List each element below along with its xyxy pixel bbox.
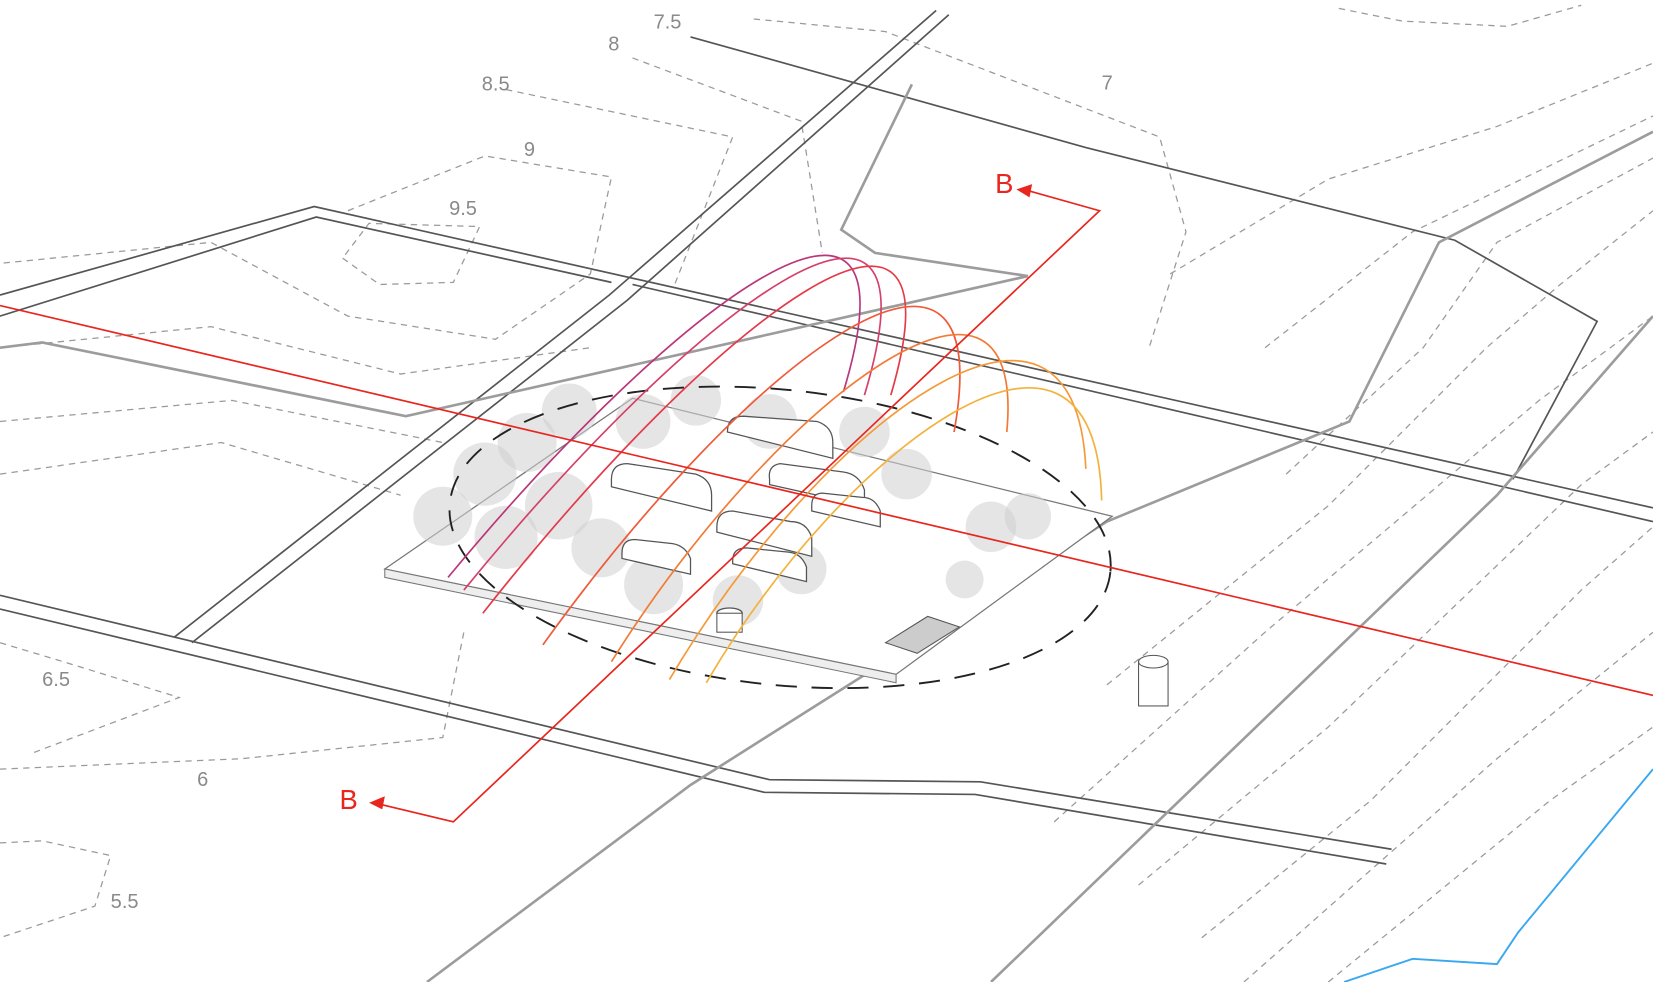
section-label-bottom: B: [339, 784, 357, 815]
buildings: [610, 415, 1169, 707]
sun-path-arc: [447, 254, 861, 578]
tank: [1138, 661, 1169, 707]
contour-label: 6.5: [42, 669, 70, 691]
sun-path-arc: [705, 387, 1103, 684]
site-boundary-ellipse: [448, 385, 1112, 690]
contour-label: 5.5: [111, 891, 139, 913]
contour-label: 7: [1102, 73, 1113, 95]
section-line-b: [0, 184, 1653, 823]
contour-label: 8: [608, 34, 619, 56]
sun-path-arc: [463, 257, 882, 591]
roads: [0, 9, 1653, 982]
contour-label: 8.5: [482, 74, 510, 96]
contour-label: 7.5: [654, 11, 682, 33]
contour-label: 6: [197, 769, 208, 791]
contour-label: 9.5: [449, 198, 477, 220]
stream-line: [1343, 768, 1653, 982]
sun-path-arc: [668, 359, 1087, 681]
contour-label: 9: [524, 139, 535, 161]
contour-lines: [0, 4, 1653, 982]
section-label-top: B: [995, 168, 1013, 199]
